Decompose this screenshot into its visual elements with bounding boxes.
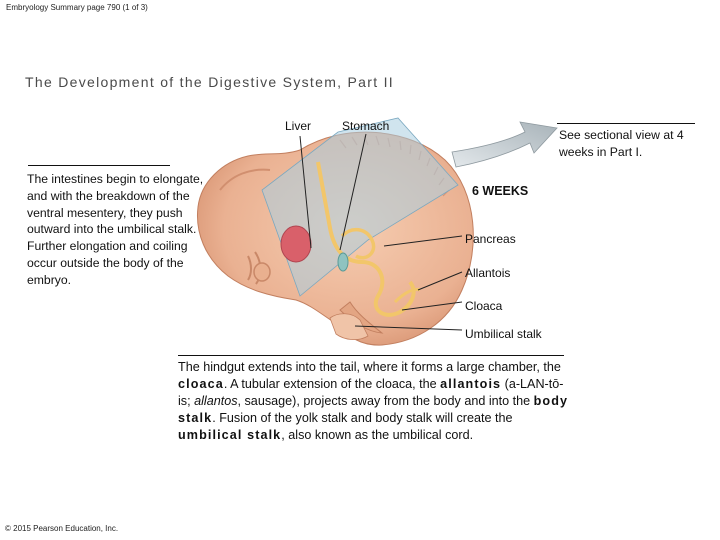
bottom-text-rule bbox=[178, 355, 564, 356]
caption-text: , also known as the umbilical cord. bbox=[281, 428, 474, 442]
label-stomach: Stomach bbox=[342, 119, 390, 133]
caption-text: . Fusion of the yolk stalk and body stal… bbox=[212, 411, 513, 425]
see-sectional-view-note: See sectional view at 4 weeks in Part I. bbox=[559, 128, 684, 159]
left-caption: The intestines begin to elongate, and wi… bbox=[27, 172, 204, 287]
left-text-rule bbox=[28, 165, 170, 166]
label-6-weeks: 6 WEEKS bbox=[472, 184, 529, 198]
term-allantois: allantois bbox=[440, 377, 502, 391]
caption-text: . A tubular extension of the cloaca, the bbox=[223, 377, 441, 391]
page-title: The Development of the Digestive System,… bbox=[25, 74, 394, 90]
label-cloaca: Cloaca bbox=[465, 299, 503, 313]
gut-tube bbox=[316, 161, 416, 317]
gut-loop bbox=[340, 227, 376, 260]
label-allantois: Allantois bbox=[465, 266, 511, 280]
head-bulge bbox=[219, 168, 271, 191]
page-header: Embryology Summary page 790 (1 of 3) bbox=[6, 3, 148, 12]
label-umbilical-stalk: Umbilical stalk bbox=[465, 327, 542, 341]
bottom-caption: The hindgut extends into the tail, where… bbox=[178, 359, 570, 444]
caption-text: (a-LAN-tō-is; bbox=[178, 377, 564, 408]
cloaca-leader bbox=[401, 301, 463, 311]
label-liver: Liver bbox=[285, 119, 312, 133]
liver-leader bbox=[299, 135, 312, 249]
caption-text: The hindgut extends into the tail, where… bbox=[178, 360, 561, 374]
label-pancreas: Pancreas bbox=[465, 232, 516, 246]
pointer-arrow bbox=[451, 121, 558, 168]
copyright-notice: © 2015 Pearson Education, Inc. bbox=[5, 524, 119, 533]
pancreas-leader bbox=[383, 235, 463, 247]
liver-organ bbox=[280, 225, 312, 263]
see-note-rule bbox=[557, 123, 695, 124]
italic-term-allantos: allantos bbox=[194, 394, 238, 408]
eye-region bbox=[253, 262, 271, 282]
term-umbilical-stalk: umbilical stalk bbox=[178, 428, 282, 442]
section-plane bbox=[261, 117, 459, 297]
stomach-organ bbox=[337, 252, 349, 272]
term-body-stalk: body stalk bbox=[178, 394, 569, 425]
term-cloaca: cloaca bbox=[178, 377, 224, 391]
umbilical-leader bbox=[354, 325, 463, 331]
stomach-leader bbox=[339, 133, 367, 251]
caption-text: , sausage), projects away from the body … bbox=[237, 394, 534, 408]
umbilical-stalk bbox=[329, 313, 369, 340]
allantois-leader bbox=[417, 271, 463, 291]
